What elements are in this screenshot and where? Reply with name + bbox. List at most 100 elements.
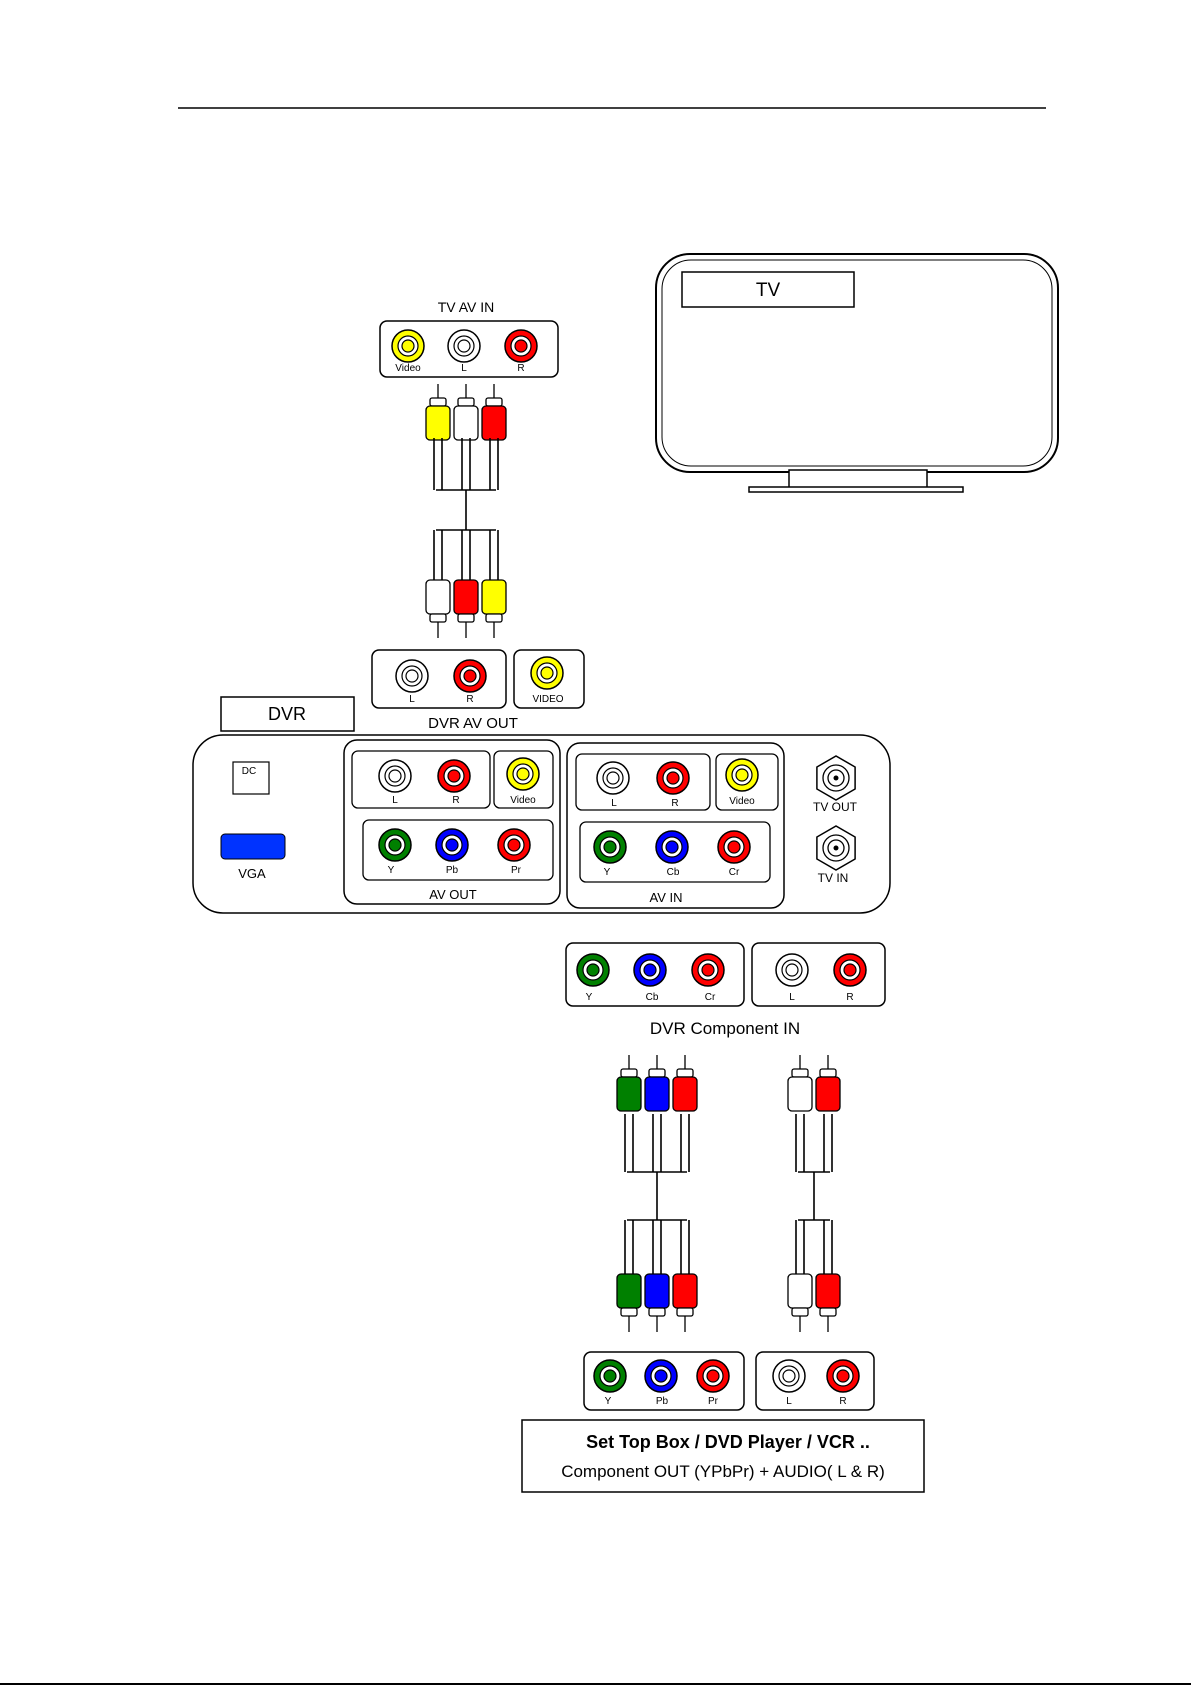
jack-hole bbox=[508, 839, 520, 851]
av-out-jack-l bbox=[379, 760, 411, 792]
tv-av-in-panel: TV AV IN Video L R bbox=[380, 299, 558, 377]
component-in-jack-l-label: L bbox=[789, 992, 795, 1003]
plug-body bbox=[788, 1077, 812, 1111]
jack-hole bbox=[667, 772, 679, 784]
jack-hole bbox=[389, 770, 401, 782]
plug-collar bbox=[649, 1308, 665, 1316]
tv-av-in-jack-video-label: Video bbox=[395, 363, 421, 374]
av-in-jack-video bbox=[726, 759, 758, 791]
plug-collar bbox=[458, 614, 474, 622]
av-in-jack-y bbox=[594, 831, 626, 863]
rca-plug-upper-white bbox=[454, 384, 478, 440]
component-in-jack-cb bbox=[634, 954, 666, 986]
source-device-box bbox=[522, 1420, 924, 1492]
rca-plug-lower-red bbox=[454, 580, 478, 638]
jack-hole bbox=[728, 841, 740, 853]
jack-hole bbox=[783, 1370, 795, 1382]
dvr-av-out-jack-l-label: L bbox=[409, 694, 415, 705]
plug-collar bbox=[792, 1069, 808, 1077]
dvr-component-in-panel: Y Cb Cr L R DVR Component IN bbox=[566, 943, 885, 1038]
jack-hole bbox=[707, 1370, 719, 1382]
jack-hole bbox=[446, 839, 458, 851]
rca-plug-lower-white bbox=[426, 580, 450, 638]
plug-collar bbox=[458, 398, 474, 406]
rca-cable-wires-top bbox=[434, 438, 498, 580]
plug-body bbox=[454, 406, 478, 440]
av-out-jack-r bbox=[438, 760, 470, 792]
plug-collar bbox=[649, 1069, 665, 1077]
plug-body bbox=[816, 1274, 840, 1308]
source-jack-y-label: Y bbox=[605, 1396, 612, 1407]
component-plug-upper-blue bbox=[645, 1055, 669, 1111]
av-out-jack-video-label: Video bbox=[510, 795, 536, 806]
dc-label: DC bbox=[242, 766, 256, 777]
av-in-jack-cr bbox=[718, 831, 750, 863]
source-jack-y bbox=[594, 1360, 626, 1392]
jack-hole bbox=[464, 670, 476, 682]
rf-pin bbox=[834, 846, 839, 851]
component-in-jack-cr bbox=[692, 954, 724, 986]
plug-collar bbox=[820, 1308, 836, 1316]
component-plug-lower-red bbox=[673, 1274, 697, 1332]
plug-collar bbox=[792, 1308, 808, 1316]
tv-av-in-jack-l-label: L bbox=[461, 363, 467, 374]
jack-hole bbox=[844, 964, 856, 976]
plug-collar bbox=[677, 1069, 693, 1077]
plug-body bbox=[426, 406, 450, 440]
source-jack-l-label: L bbox=[786, 1396, 792, 1407]
dvr-rear-panel: DC VGA L R Video Y Pb Pr AV OUT bbox=[193, 735, 890, 913]
component-cable-wires bbox=[625, 1114, 689, 1274]
component-in-jack-r-label: R bbox=[846, 992, 853, 1003]
plug-body bbox=[482, 406, 506, 440]
dvr-av-out-jack-video-label: VIDEO bbox=[532, 694, 563, 705]
jack-hole bbox=[786, 964, 798, 976]
vga-port bbox=[221, 834, 285, 859]
av-in-jack-y-label: Y bbox=[604, 867, 611, 878]
dvr-av-out-title: DVR AV OUT bbox=[428, 715, 518, 732]
source-jack-r-label: R bbox=[839, 1396, 846, 1407]
av-in-title: AV IN bbox=[650, 890, 683, 905]
plug-body bbox=[645, 1077, 669, 1111]
dvr-label: DVR bbox=[268, 704, 306, 724]
tv-stand-base bbox=[749, 487, 963, 492]
dvr-av-out-jack-r-label: R bbox=[466, 694, 473, 705]
av-out-jack-video bbox=[507, 758, 539, 790]
audio-plug-upper-red bbox=[816, 1055, 840, 1111]
audio-cable-wires bbox=[796, 1114, 832, 1274]
component-cable bbox=[617, 1055, 697, 1332]
av-out-jack-pb-label: Pb bbox=[446, 865, 459, 876]
component-plug-upper-green bbox=[617, 1055, 641, 1111]
audio-plug-lower-white bbox=[788, 1274, 812, 1332]
plug-body bbox=[617, 1274, 641, 1308]
av-in-jack-cr-label: Cr bbox=[729, 867, 740, 878]
av-out-jack-pr bbox=[498, 829, 530, 861]
source-output-panel: Y Pb Pr L R Set Top Box / DVD Player / V… bbox=[522, 1352, 924, 1492]
jack-hole bbox=[644, 964, 656, 976]
component-in-jack-l bbox=[776, 954, 808, 986]
plug-body bbox=[454, 580, 478, 614]
av-out-title: AV OUT bbox=[429, 887, 476, 902]
jack-hole bbox=[517, 768, 529, 780]
tv-stand-neck bbox=[789, 470, 927, 488]
jack-hole bbox=[541, 667, 553, 679]
source-jack-pr-label: Pr bbox=[708, 1396, 719, 1407]
jack-hole bbox=[515, 340, 527, 352]
jack-hole bbox=[736, 769, 748, 781]
source-jack-l bbox=[773, 1360, 805, 1392]
tv-av-in-jack-video bbox=[392, 330, 424, 362]
av-in-jack-video-label: Video bbox=[729, 796, 755, 807]
av-out-jack-y bbox=[379, 829, 411, 861]
plug-body bbox=[617, 1077, 641, 1111]
av-in-jack-r bbox=[657, 762, 689, 794]
tv-av-in-jack-r-label: R bbox=[517, 363, 524, 374]
av-in-jack-l bbox=[597, 762, 629, 794]
tv-av-in-title: TV AV IN bbox=[438, 299, 495, 315]
tv-in-label: TV IN bbox=[818, 871, 849, 885]
jack-hole bbox=[604, 841, 616, 853]
av-out-jack-l-label: L bbox=[392, 795, 398, 806]
tv-label: TV bbox=[756, 280, 781, 301]
rca-plug-lower-yellow bbox=[482, 580, 506, 638]
av-out-jack-y-label: Y bbox=[388, 865, 395, 876]
audio-plug-upper-white bbox=[788, 1055, 812, 1111]
jack-hole bbox=[402, 340, 414, 352]
